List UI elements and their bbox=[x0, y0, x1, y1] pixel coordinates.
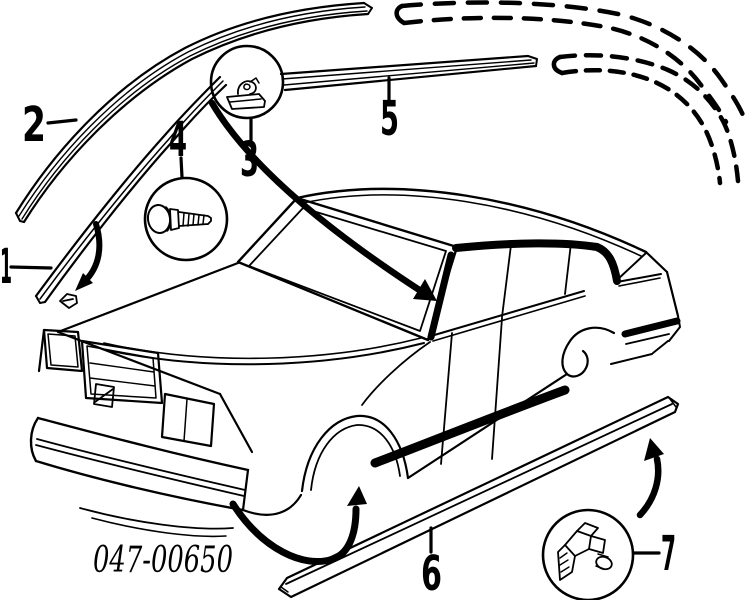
clip-icon bbox=[226, 77, 266, 110]
rear-wheel-arch bbox=[561, 326, 616, 378]
callout-7-label: 7 bbox=[661, 526, 676, 582]
leader-2 bbox=[46, 118, 78, 125]
headlight bbox=[42, 328, 84, 373]
trim-strip-5 bbox=[279, 54, 538, 92]
leader-1 bbox=[9, 265, 53, 270]
drip-rail-moulding bbox=[452, 239, 621, 285]
car-illustration bbox=[29, 187, 681, 538]
trim-strip-6 bbox=[277, 395, 680, 599]
roofline bbox=[295, 187, 648, 254]
callout-5-label: 5 bbox=[380, 91, 399, 147]
phantom-moulding-upper bbox=[394, 0, 749, 127]
callout-6-label: 6 bbox=[421, 546, 442, 600]
callout-2-label: 2 bbox=[22, 97, 46, 153]
screw-icon bbox=[146, 204, 212, 234]
grille-badge bbox=[93, 383, 115, 408]
trim-strip-1 bbox=[34, 75, 228, 309]
turn-signal-lamp bbox=[160, 392, 216, 448]
grille bbox=[80, 339, 164, 405]
callout-4-label: 4 bbox=[169, 112, 187, 168]
body-side-moulding bbox=[370, 385, 570, 468]
callout-1-label: 1 bbox=[0, 239, 12, 295]
callout-3-label: 3 bbox=[240, 132, 259, 188]
callout-leader-lines bbox=[9, 76, 661, 555]
a-pillar-moulding bbox=[427, 251, 455, 341]
rear-bumper-moulding bbox=[621, 317, 681, 338]
leader-4 bbox=[179, 156, 184, 179]
part-code: 047-00650 bbox=[93, 540, 233, 581]
clip-icon bbox=[59, 293, 78, 309]
phantom-moulding-lower bbox=[551, 53, 741, 186]
detail-circle-7 bbox=[541, 508, 635, 600]
arrow-around-front-arch bbox=[229, 486, 367, 566]
trim-strip-2 bbox=[14, 1, 373, 224]
front-wheel-arch bbox=[300, 414, 410, 493]
arrow-to-strip1-clip bbox=[75, 221, 103, 291]
clip-icon bbox=[557, 522, 613, 581]
arrow-to-strip6 bbox=[636, 438, 664, 519]
detail-circle-3 bbox=[209, 44, 285, 120]
front-bumper bbox=[36, 416, 250, 472]
arrow-to-windshield-moulding bbox=[208, 99, 437, 301]
detail-circle-4 bbox=[143, 176, 229, 262]
